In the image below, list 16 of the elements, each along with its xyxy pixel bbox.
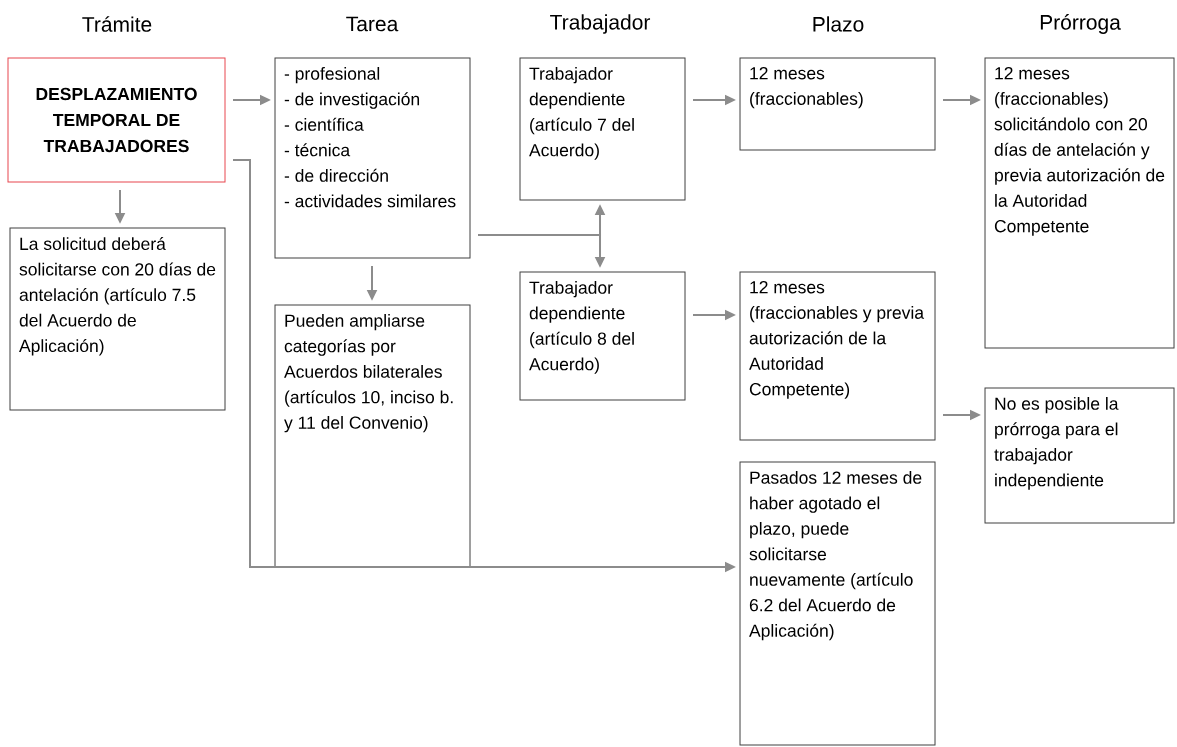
process-box: La solicitud deberá solicitarse con 20 días de antelación (artículo 7.5 del Acuerdo de Aplicación) <box>9 227 226 411</box>
process-box: No es posible la prórroga para el trabajador independiente <box>984 387 1175 524</box>
process-box: Pasados 12 meses de haber agotado el plazo, puede solicitarse nuevamente (artículo 6.2 del Acuerdo de Aplicación) <box>739 461 936 746</box>
process-box: 12 meses (fraccionables y previa autorización de la Autoridad Competente) <box>739 271 936 441</box>
process-box: DESPLAZAMIENTO TEMPORAL DE TRABAJADORES <box>7 57 226 183</box>
column-heading: Prórroga <box>1040 14 1121 34</box>
column-heading: Trabajador <box>550 14 651 34</box>
process-box: 12 meses (fraccionables) solicitándolo con 20 días de antelación y previa autorización de la Autoridad Competente <box>984 57 1175 349</box>
column-heading: Tarea <box>346 16 399 32</box>
column-heading: Trámite <box>82 16 152 32</box>
process-box: Trabajador dependiente (artículo 8 del Acuerdo) <box>519 271 686 401</box>
process-box: - profesional - de investigación - científica - técnica - de dirección - actividades similares <box>274 57 471 259</box>
column-heading: Plazo <box>813 16 864 32</box>
process-box: Trabajador dependiente (artículo 7 del Acuerdo) <box>519 57 686 201</box>
process-box: Pueden ampliarse categorías por Acuerdos bilaterales (artículos 10, inciso b. y 11 del Convenio) <box>274 304 471 568</box>
process-box: 12 meses (fraccionables) <box>739 57 936 151</box>
